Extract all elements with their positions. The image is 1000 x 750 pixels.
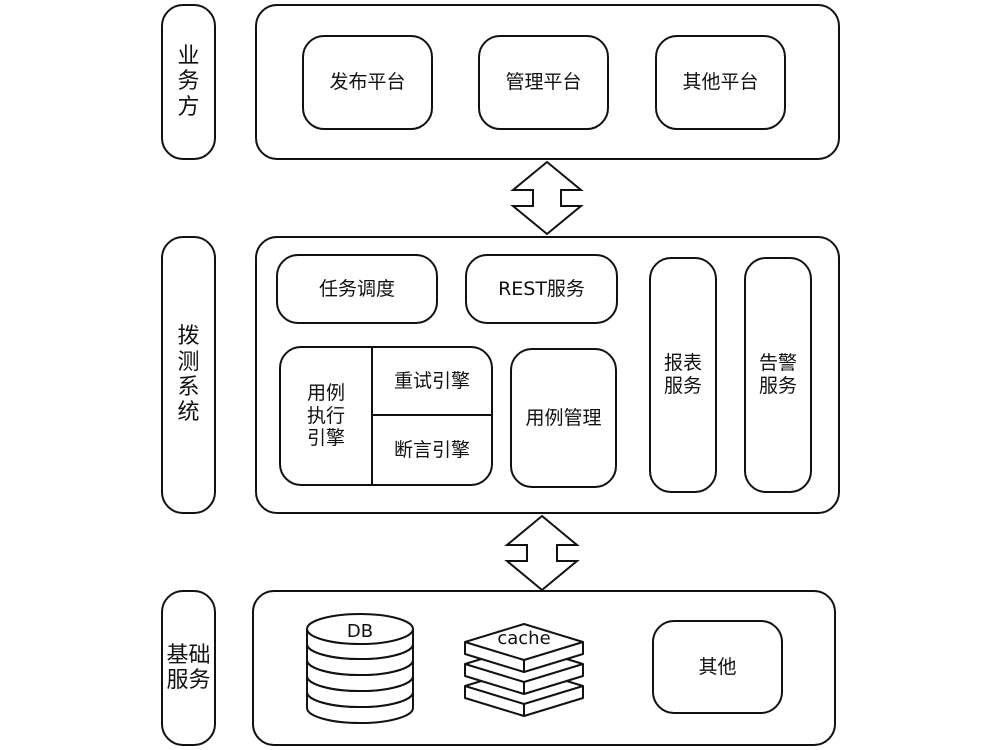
case-execution-engine-label: 用例执行引擎 [306, 381, 345, 450]
report-service-label: 报表服务 [663, 352, 702, 397]
task-scheduler-label: 任务调度 [318, 277, 395, 300]
alert-service-label: 告警服务 [758, 352, 797, 397]
layer-label-business-text: 业务方 [177, 44, 200, 120]
report-service-box: 报表服务 [649, 257, 717, 493]
case-execution-engine: 用例执行引擎 [281, 348, 371, 484]
retry-engine: 重试引擎 [373, 348, 491, 414]
database-label: DB [347, 621, 373, 642]
other-infra-box: 其他 [652, 620, 783, 714]
task-scheduler-box: 任务调度 [276, 254, 438, 324]
execution-engine-divider-horizontal [372, 414, 492, 416]
layer-label-probe: 拨测系统 [161, 236, 216, 514]
cache-icon [464, 623, 584, 717]
rest-service-label: REST服务 [498, 277, 585, 300]
rest-service-box: REST服务 [465, 254, 618, 324]
publish-platform-label: 发布平台 [329, 71, 406, 94]
layer-label-infra-text: 基础服务 [166, 642, 211, 693]
assertion-engine: 断言引擎 [373, 416, 491, 484]
execution-engine-divider-vertical [371, 347, 373, 485]
database-icon [306, 613, 414, 724]
assertion-engine-label: 断言引擎 [393, 438, 470, 461]
other-platform-label: 其他平台 [682, 71, 759, 94]
case-management-box: 用例管理 [510, 348, 617, 488]
execution-engine-group [279, 346, 493, 486]
management-platform-box: 管理平台 [478, 35, 609, 130]
layer-label-infra: 基础服务 [161, 590, 216, 746]
publish-platform-box: 发布平台 [302, 35, 433, 130]
double-arrow-lower-icon [504, 514, 580, 592]
cache-label: cache [497, 628, 550, 649]
management-platform-label: 管理平台 [505, 71, 582, 94]
retry-engine-label: 重试引擎 [393, 369, 470, 392]
alert-service-box: 告警服务 [744, 257, 812, 493]
other-platform-box: 其他平台 [655, 35, 786, 130]
case-management-label: 用例管理 [525, 406, 602, 429]
layer-label-probe-text: 拨测系统 [177, 324, 200, 426]
double-arrow-upper-icon [510, 160, 584, 236]
layer-label-business: 业务方 [161, 4, 216, 160]
other-infra-label: 其他 [698, 655, 737, 678]
